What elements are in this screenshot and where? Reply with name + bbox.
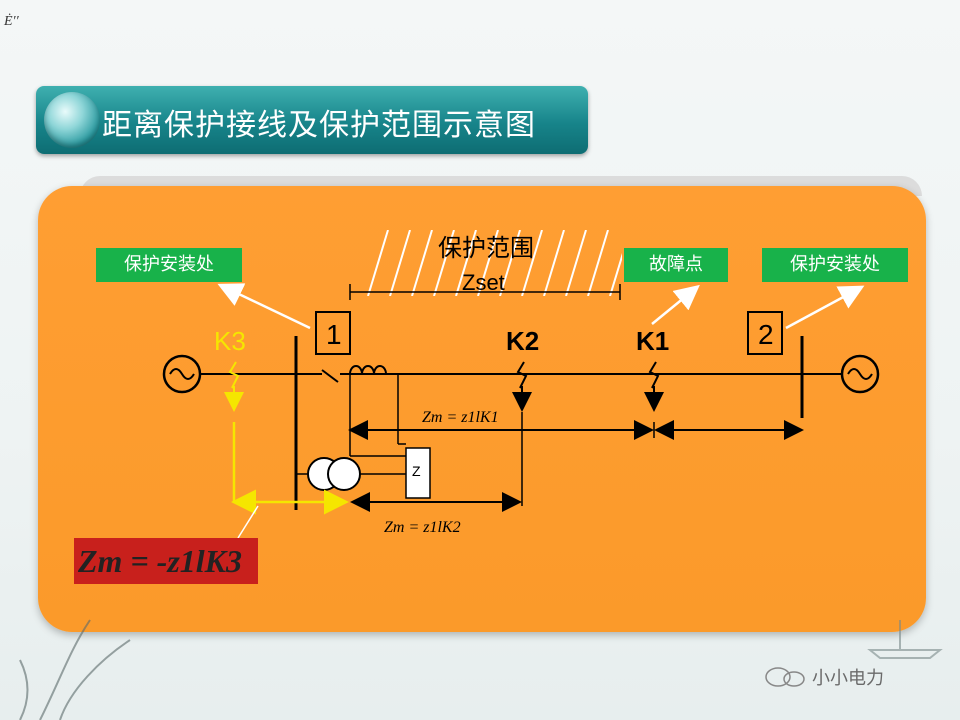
node-2-label: 2: [758, 319, 774, 350]
formula-k3-box: Zm = -z1lK3: [74, 538, 258, 584]
arrow-install-left: [217, 283, 311, 330]
formula-k3: Zm = -z1lK3: [78, 543, 243, 579]
watermark-text: 小小电力: [812, 668, 884, 689]
diagram-panel: 保护范围 Zset 1 2 K3 K2 K1: [38, 186, 926, 632]
arrow-fault: [651, 284, 700, 325]
install-location-right-label: 保护安装处: [762, 248, 908, 282]
k3-label: K3: [214, 326, 246, 356]
corner-mark: Ė′′: [4, 14, 19, 29]
current-transformer: [349, 365, 387, 375]
formula-k2: Zm = z1lK2: [384, 519, 461, 536]
zset-label: Zset: [462, 270, 505, 295]
protection-range-label: 保护范围: [438, 234, 534, 262]
title-orb-icon: [44, 92, 100, 148]
k2-label: K2: [506, 326, 539, 356]
arrow-install-right: [785, 285, 865, 330]
install-location-left-label: 保护安装处: [96, 248, 242, 282]
page-title: 距离保护接线及保护范围示意图: [102, 108, 536, 143]
k1-label: K1: [636, 326, 669, 356]
formula-k1: Zm = z1lK1: [422, 409, 499, 426]
wechat-logo-icon: [765, 667, 805, 687]
node-1-box: [315, 311, 351, 355]
title-bar: 距离保护接线及保护范围示意图: [36, 86, 588, 154]
node-1-label: 1: [326, 319, 342, 350]
decorative-plant-left-icon: [19, 619, 131, 720]
protection-range-hatch: [367, 230, 622, 296]
node-2-box: [747, 311, 783, 355]
fault-point-label: 故障点: [624, 248, 728, 282]
decorative-boat-icon: [867, 620, 943, 659]
relay-z-label: Z: [412, 463, 421, 479]
protection-diagram: 保护范围 Zset 1 2 K3 K2 K1: [162, 230, 880, 539]
relay-z-box: [405, 447, 431, 499]
breaker: [321, 369, 339, 383]
